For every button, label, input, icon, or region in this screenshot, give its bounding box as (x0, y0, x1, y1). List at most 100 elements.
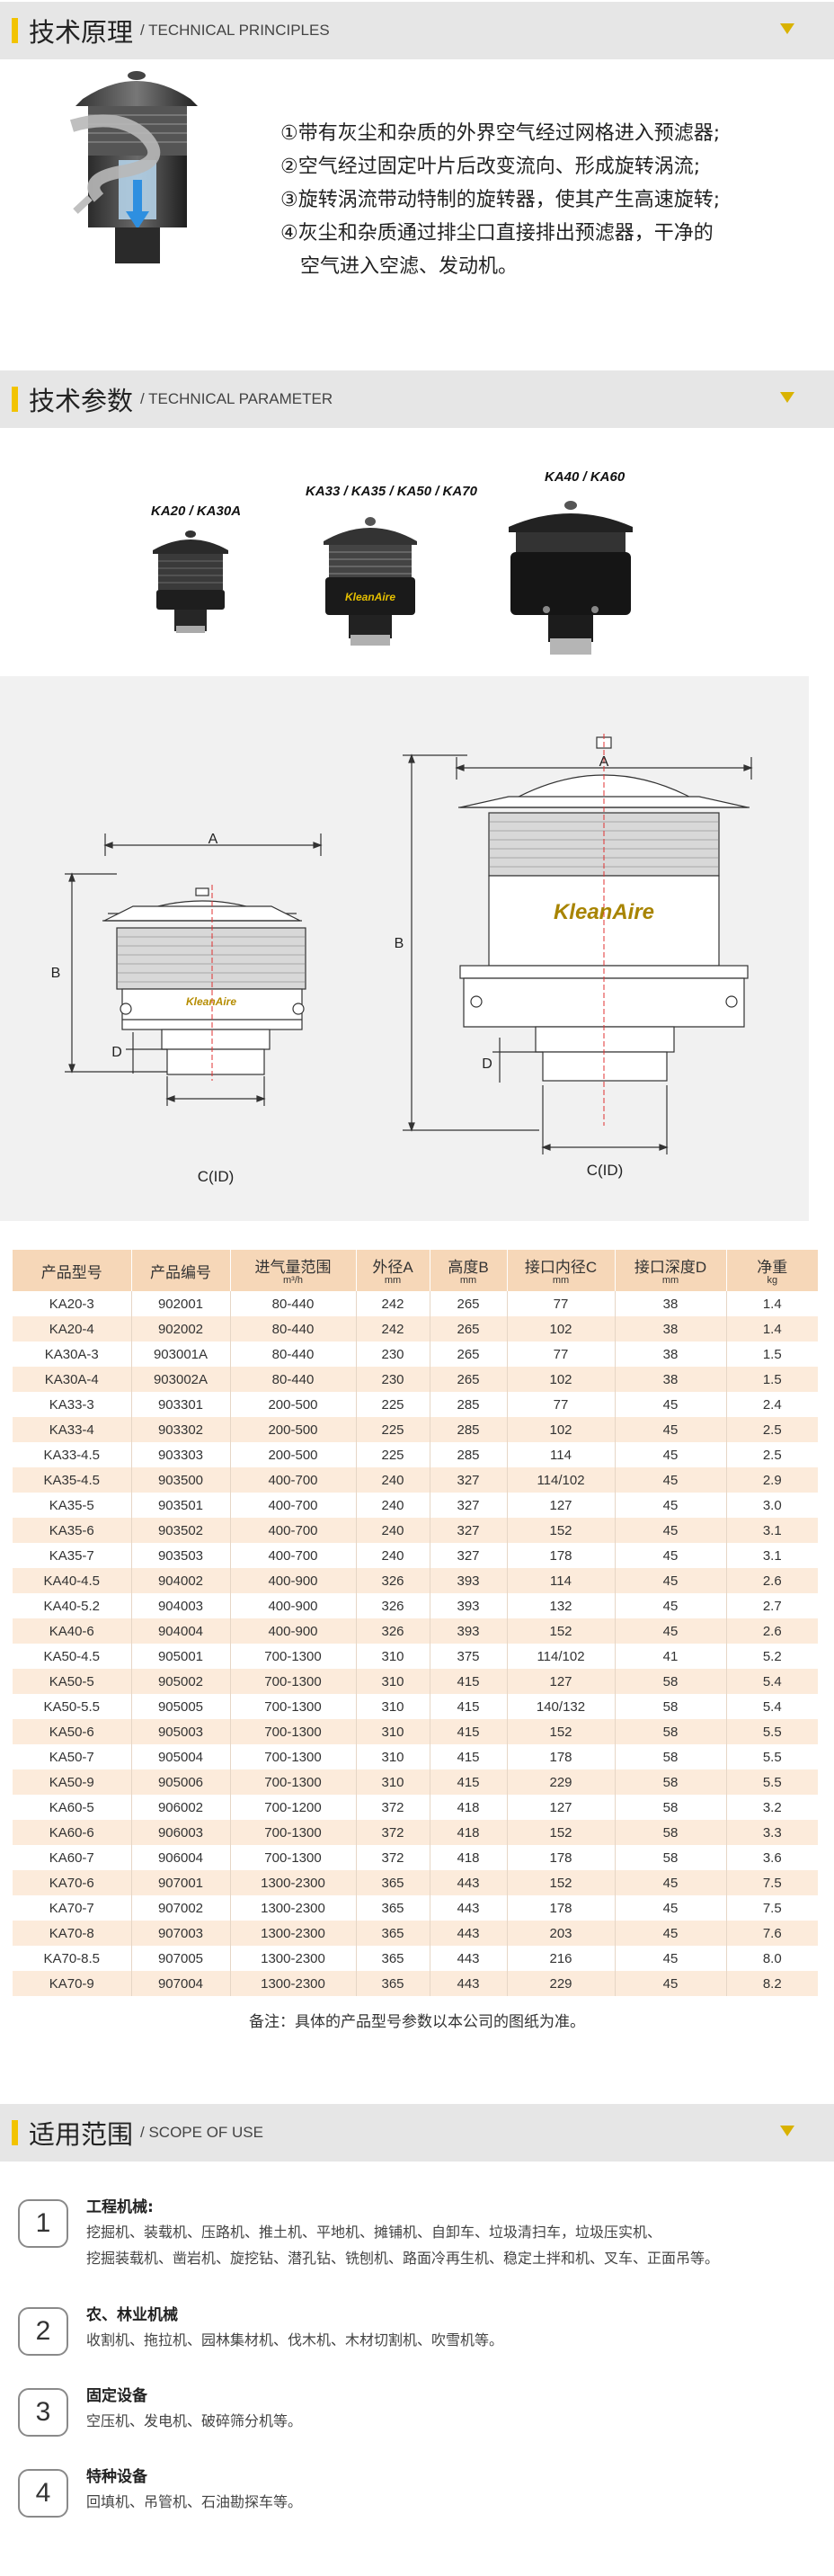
table-cell: 326 (356, 1593, 430, 1618)
section-title: 适用范围 (29, 2119, 134, 2150)
table-cell: KA20-3 (13, 1291, 132, 1316)
section-header-scope: 适用范围 / SCOPE OF USE (0, 2104, 834, 2162)
table-cell: 418 (430, 1820, 508, 1845)
scope-description: 挖掘机、装载机、压路机、推土机、平地机、摊铺机、自卸车、垃圾清扫车，垃圾压实机、… (86, 2219, 814, 2271)
brand-logo-text: KleanAire (554, 900, 654, 924)
table-cell: 1.5 (726, 1341, 818, 1367)
section-subtitle: / TECHNICAL PRINCIPLES (140, 22, 330, 39)
table-cell: 418 (430, 1795, 508, 1820)
table-cell: 365 (356, 1971, 430, 1996)
table-cell: 700-1300 (230, 1694, 357, 1719)
table-cell: 5.5 (726, 1769, 818, 1795)
scope-description: 回填机、吊管机、石油勘探车等。 (86, 2489, 814, 2515)
table-cell: 907004 (131, 1971, 231, 1996)
table-cell: 80-440 (230, 1316, 357, 1341)
table-cell: 443 (430, 1895, 508, 1921)
table-note: 备注：具体的产品型号参数以本公司的图纸为准。 (249, 2013, 585, 2031)
table-cell: 225 (356, 1417, 430, 1442)
table-cell: 178 (507, 1895, 616, 1921)
table-cell: 178 (507, 1543, 616, 1568)
table-cell: 443 (430, 1921, 508, 1946)
table-cell: 7.6 (726, 1921, 818, 1946)
table-cell: 415 (430, 1719, 508, 1744)
table-cell: 127 (507, 1669, 616, 1694)
accent-bar (12, 2120, 18, 2145)
table-cell: 5.4 (726, 1669, 818, 1694)
table-cell: 418 (430, 1845, 508, 1870)
table-cell: 443 (430, 1870, 508, 1895)
table-cell: 906003 (131, 1820, 231, 1845)
table-cell: 393 (430, 1568, 508, 1593)
scope-item: 4 特种设备 回填机、吊管机、石油勘探车等。 (18, 2464, 809, 2527)
table-cell: 3.0 (726, 1493, 818, 1518)
table-cell: KA50-5.5 (13, 1694, 132, 1719)
table-cell: 902002 (131, 1316, 231, 1341)
table-cell: KA40-6 (13, 1618, 132, 1644)
table-cell: 45 (615, 1467, 727, 1493)
table-cell: 265 (430, 1367, 508, 1392)
table-cell: 5.5 (726, 1719, 818, 1744)
accent-bar (12, 18, 18, 43)
table-cell: KA40-4.5 (13, 1568, 132, 1593)
table-cell: 443 (430, 1946, 508, 1971)
table-cell: 3.6 (726, 1845, 818, 1870)
brand-logo-text: KleanAire (345, 591, 395, 603)
table-cell: KA20-4 (13, 1316, 132, 1341)
table-cell: 365 (356, 1946, 430, 1971)
table-cell: 904004 (131, 1618, 231, 1644)
table-cell: 45 (615, 1493, 727, 1518)
table-cell: 907003 (131, 1921, 231, 1946)
table-cell: 41 (615, 1644, 727, 1669)
table-cell: 58 (615, 1769, 727, 1795)
collapse-triangle-icon[interactable] (780, 392, 794, 403)
table-cell: 58 (615, 1669, 727, 1694)
table-cell: 45 (615, 1921, 727, 1946)
table-cell: 415 (430, 1769, 508, 1795)
table-cell: 903302 (131, 1417, 231, 1442)
table-cell: KA35-4.5 (13, 1467, 132, 1493)
table-cell: 178 (507, 1845, 616, 1870)
table-cell: 285 (430, 1417, 508, 1442)
table-cell: 45 (615, 1442, 727, 1467)
table-cell: 393 (430, 1593, 508, 1618)
table-cell: 140/132 (507, 1694, 616, 1719)
table-cell: 240 (356, 1543, 430, 1568)
table-cell: 45 (615, 1568, 727, 1593)
table-cell: 178 (507, 1744, 616, 1769)
table-cell: 7.5 (726, 1870, 818, 1895)
table-cell: 80-440 (230, 1291, 357, 1316)
section-header-principles: 技术原理 / TECHNICAL PRINCIPLES (0, 2, 834, 59)
principle-item: ③旋转涡流带动特制的旋转器，使其产生高速旋转; (280, 189, 721, 211)
scope-line: 空压机、发电机、破碎筛分机等。 (86, 2412, 303, 2429)
dimension-drawings: KleanAire (51, 734, 753, 1185)
table-cell: 1300-2300 (230, 1921, 357, 1946)
table-cell: 393 (430, 1618, 508, 1644)
table-cell: 225 (356, 1442, 430, 1467)
drawing-small (65, 833, 323, 1106)
table-cell: 700-1300 (230, 1644, 357, 1669)
principle-item: ②空气经过固定叶片后改变流向、形成旋转涡流; (280, 156, 701, 178)
table-cell: 903500 (131, 1467, 231, 1493)
collapse-triangle-icon[interactable] (780, 2126, 794, 2136)
dim-label-c: C(ID) (198, 1168, 235, 1185)
table-cell: 415 (430, 1694, 508, 1719)
table-cell: KA30A-3 (13, 1341, 132, 1367)
product-photo-ka33: KleanAire (324, 517, 417, 646)
table-cell: 45 (615, 1618, 727, 1644)
table-cell: KA50-6 (13, 1719, 132, 1744)
table-cell: KA33-4.5 (13, 1442, 132, 1467)
table-cell: KA70-8 (13, 1921, 132, 1946)
collapse-triangle-icon[interactable] (780, 23, 794, 34)
table-cell: 400-700 (230, 1518, 357, 1543)
table-cell: 3.2 (726, 1795, 818, 1820)
table-cell: 905002 (131, 1669, 231, 1694)
table-cell: 240 (356, 1467, 430, 1493)
